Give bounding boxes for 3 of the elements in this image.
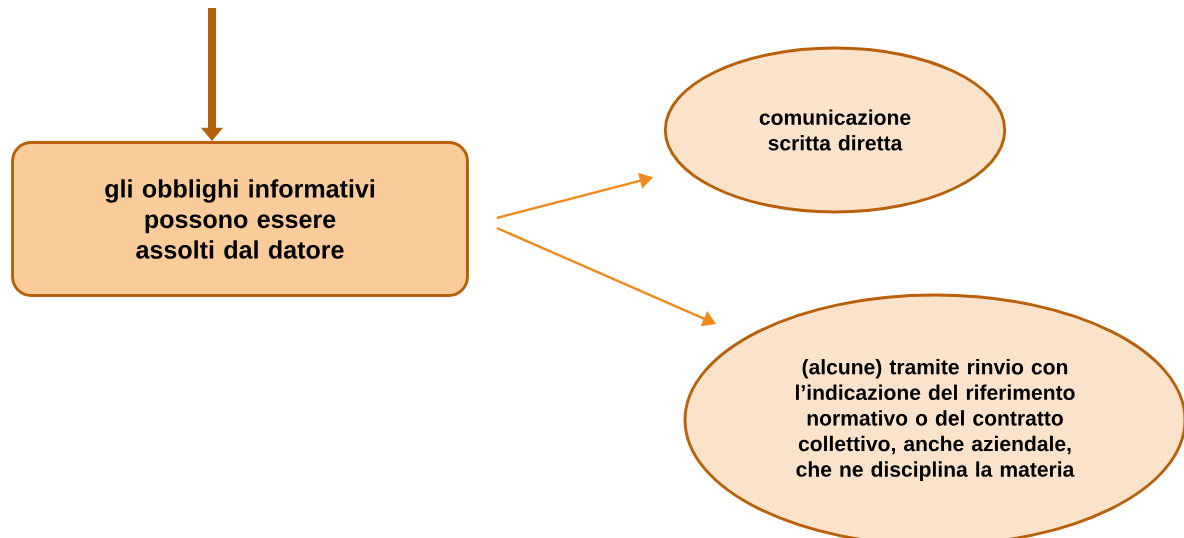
ellipse-node: comunicazione scritta diretta [663, 46, 1007, 214]
ellipse-node: (alcune) tramite rinvio con l’indicazione del riferimento normativo o del contratto collettivo, anche aziendale, che ne disciplina la materia [683, 293, 1184, 538]
process-box: gli obblighi informativi possono essere assolti dal datore [11, 141, 469, 297]
